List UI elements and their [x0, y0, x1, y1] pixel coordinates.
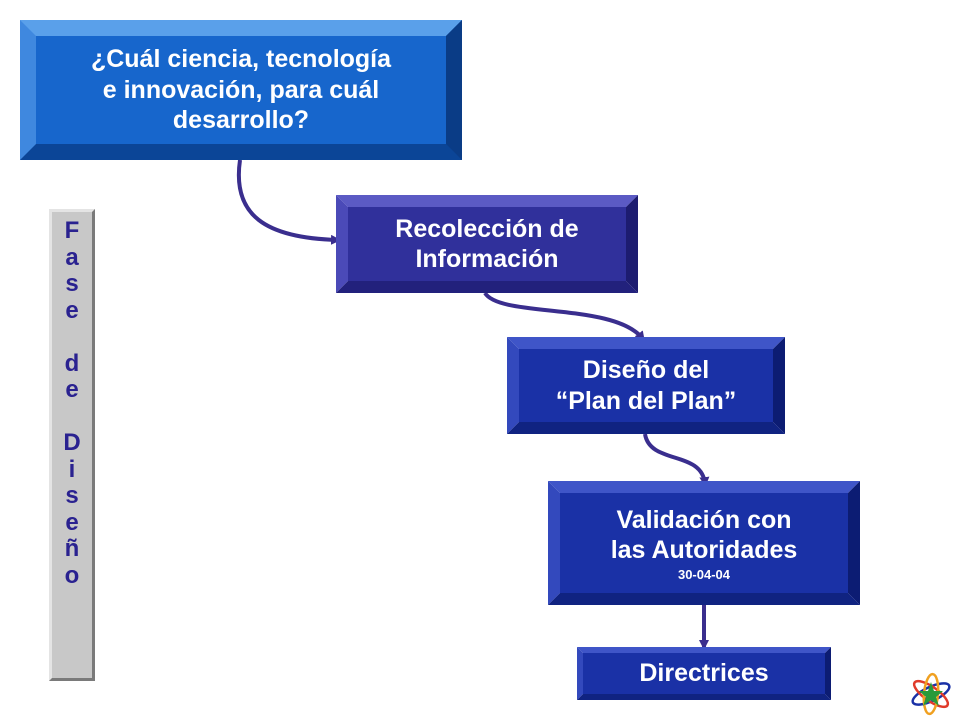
phase-letter-space [52, 324, 92, 351]
validacion-text: Validación con las Autoridades [611, 505, 798, 566]
phase-label-bar: F a s e d e D i s e ñ o [49, 209, 95, 681]
question-box: ¿Cuál ciencia, tecnología e innovación, … [20, 20, 462, 160]
recoleccion-line-1: Recolección de [395, 214, 579, 243]
arrow-question-to-recoleccion [236, 159, 341, 245]
validacion-line-2: las Autoridades [610, 536, 798, 564]
question-line-2: e innovación, para cuál [102, 75, 380, 104]
phase-letter: D [63, 429, 81, 456]
recoleccion-text: Recolección de Información [395, 214, 578, 275]
phase-letter: a [65, 243, 79, 271]
question-text: ¿Cuál ciencia, tecnología e innovación, … [91, 44, 391, 136]
phase-letter: e [65, 376, 79, 403]
question-line-3: desarrollo? [172, 106, 310, 135]
phase-letter: d [64, 349, 80, 377]
recoleccion-box: Recolección de Información [336, 195, 638, 293]
diseno-line-1: Diseño del [582, 356, 710, 384]
phase-letter: ñ [64, 535, 80, 562]
arrow-recoleccion-to-diseno [483, 291, 645, 342]
diseno-box: Diseño del “Plan del Plan” [507, 337, 785, 434]
validacion-box: Validación con las Autoridades 30-04-04 [548, 481, 860, 605]
phase-letter: F [64, 217, 80, 244]
diseno-text: Diseño del “Plan del Plan” [556, 355, 737, 416]
phase-letter: e [65, 508, 79, 536]
directrices-box: Directrices [577, 647, 831, 700]
atom-star-logo-icon [911, 672, 951, 716]
directrices-label: Directrices [639, 659, 769, 688]
question-line-1: ¿Cuál ciencia, tecnología [90, 45, 392, 74]
phase-letter: i [68, 455, 76, 483]
diseno-line-2: “Plan del Plan” [555, 386, 737, 415]
phase-letter: s [65, 270, 79, 297]
validacion-date: 30-04-04 [677, 566, 731, 582]
phase-letter-space [52, 404, 92, 431]
arrow-diseno-to-validacion [643, 433, 710, 487]
phase-letter: e [65, 296, 79, 324]
phase-letter: s [65, 482, 79, 509]
recoleccion-line-2: Información [415, 245, 559, 273]
phase-label-text: F a s e d e D i s e ñ o [52, 217, 92, 589]
validacion-line-1: Validación con [616, 505, 792, 534]
phase-letter: o [64, 561, 80, 589]
